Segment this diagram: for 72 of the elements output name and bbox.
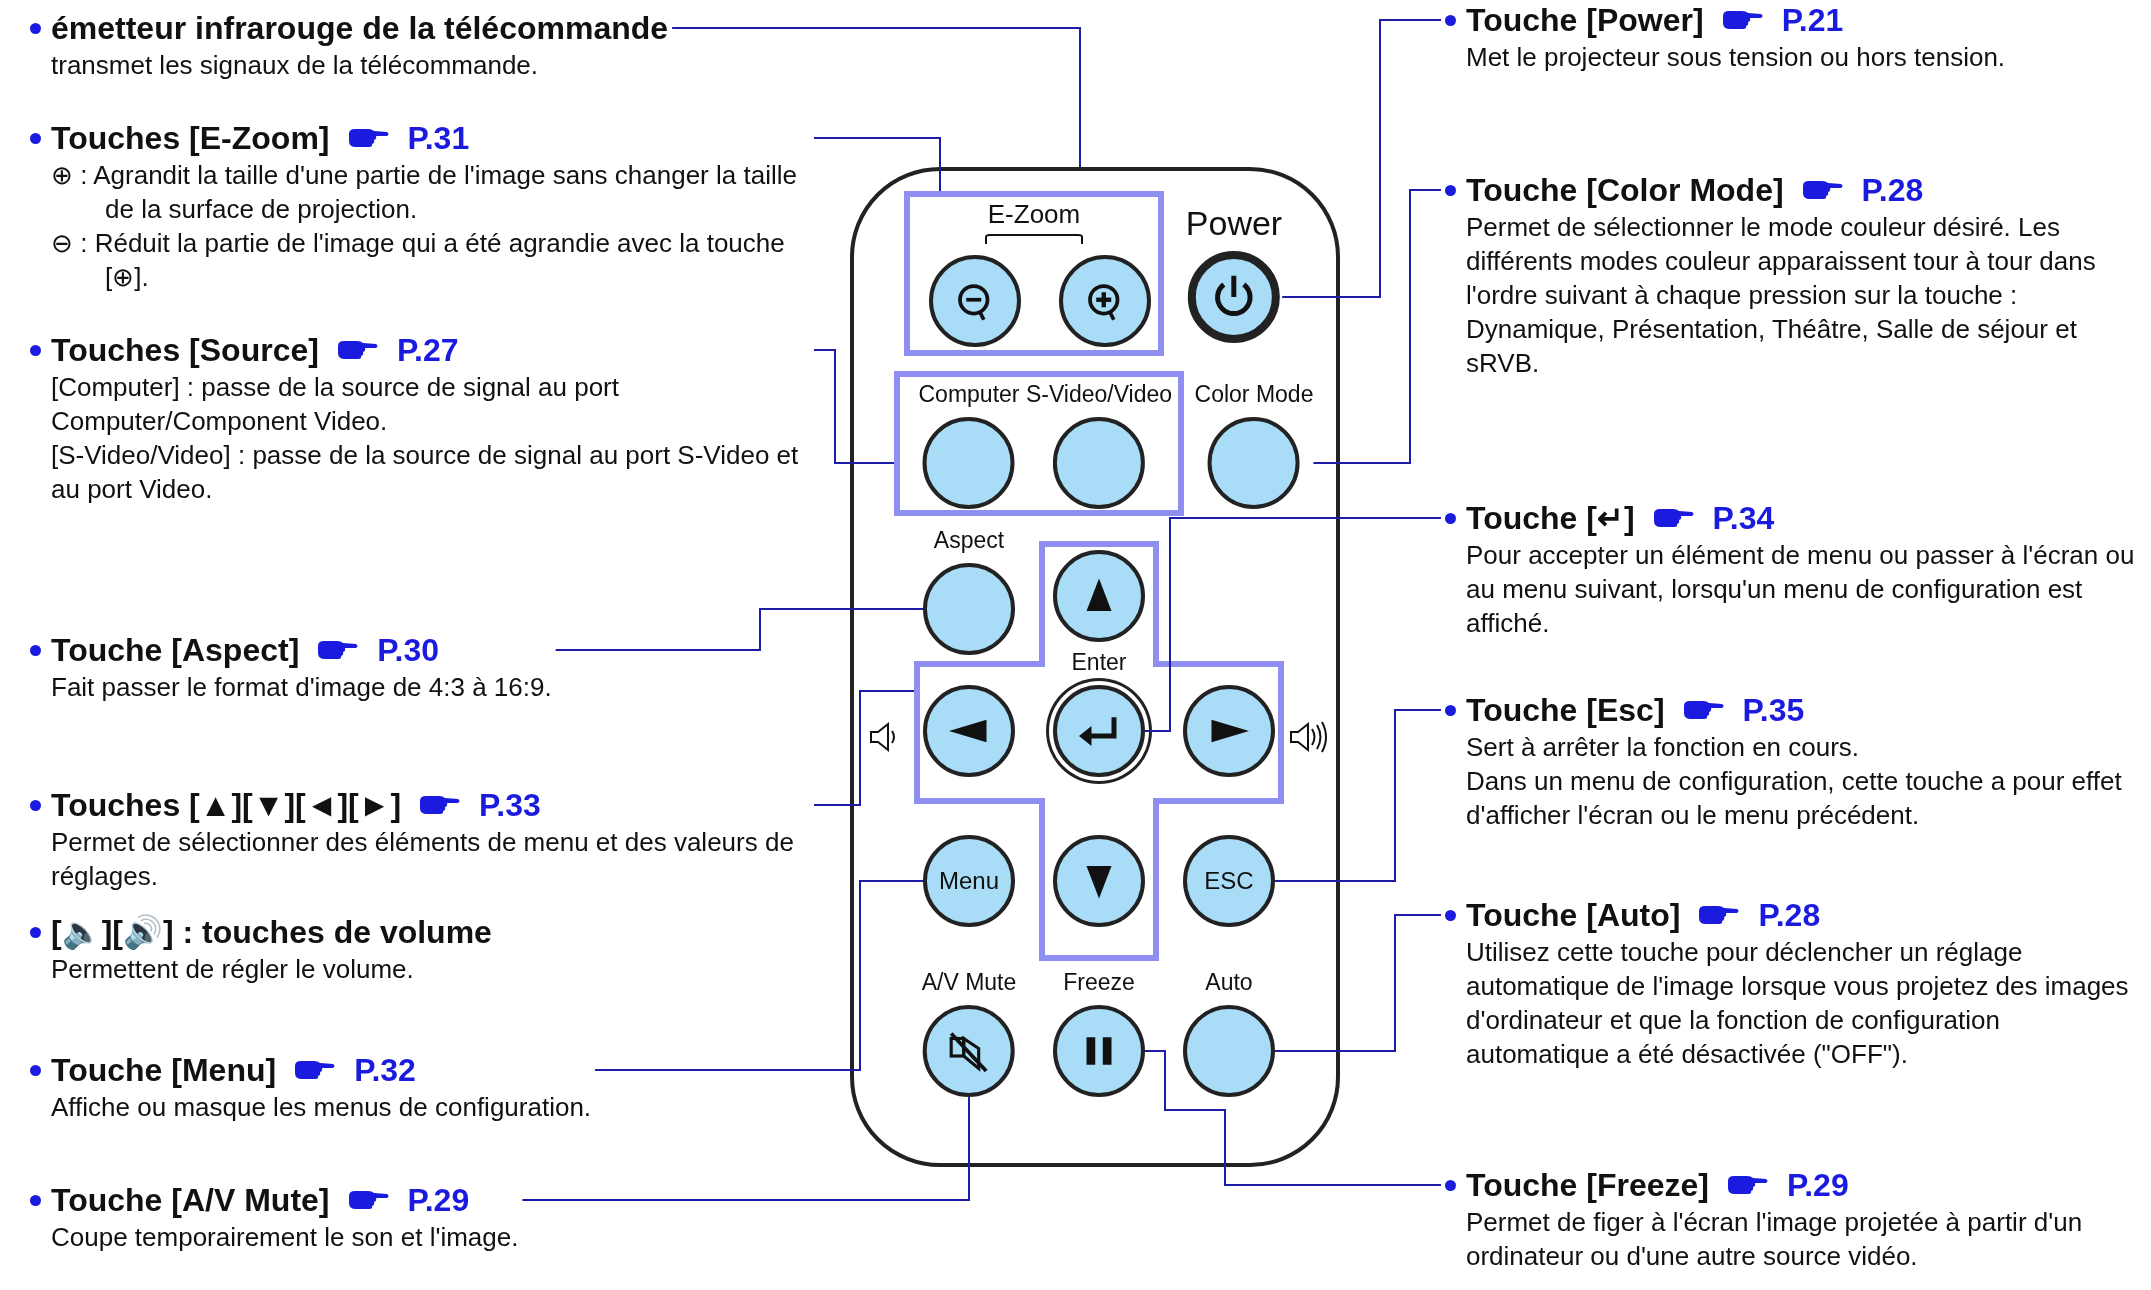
callout-heading: Touche [Auto]: [1466, 896, 1681, 935]
page-reference: P.28: [1758, 896, 1821, 935]
page-reference: P.31: [407, 119, 470, 158]
highlight-frame: [904, 191, 1164, 356]
callout-heading: Touche [Freeze]: [1466, 1166, 1709, 1205]
leader-line: [671, 27, 1081, 168]
leader-line: [1144, 517, 1442, 732]
callout-heading: Touche [Aspect]: [51, 631, 300, 670]
description-text: Met le projecteur sous tension ou hors tension.: [1465, 41, 2006, 74]
button-label: Aspect: [933, 526, 1005, 555]
page-reference: P.21: [1781, 1, 1844, 40]
leader-line: [554, 608, 924, 651]
callout-heading: Touche [Color Mode]: [1466, 171, 1784, 210]
button-label: Color Mode: [1194, 380, 1314, 409]
highlight-frame: [894, 371, 1184, 516]
description-text: [Computer] : passe de la source de signal au port Computer/Component Video.: [50, 371, 620, 438]
description-text: Coupe temporairement le son et l'image.: [50, 1221, 519, 1254]
description-text: Affiche ou masque les menus de configuration.: [50, 1091, 592, 1124]
callout-heading: Touche [↵]: [1466, 499, 1635, 538]
callout-heading: Touche [Menu]: [51, 1051, 277, 1090]
description-text: Permet de sélectionner le mode couleur désiré. Les différents modes couleur apparaissent tour à tour dans l'ordre suivant à chaque pression sur la touche : Dynamique, Présentation, Théâtre, Salle de séjour et sRVB.: [1465, 211, 2097, 380]
page-reference: P.28: [1861, 171, 1924, 210]
leader-line: [813, 137, 941, 192]
description-text: Sert à arrêter la fonction en cours.: [1465, 731, 1861, 764]
description-text: ⊕ : Agrandit la taille d'une partie de l'image sans changer la taille de la surface de projection.: [50, 159, 798, 226]
callout-heading: Touche [Esc]: [1466, 691, 1665, 730]
leader-line: [594, 880, 924, 1071]
description-text: Utilisez cette touche pour déclencher un réglage automatique de l'image lorsque vous projetez des images d'ordinateur et que la fonction de configuration automatique a été désactivée ("OFF").: [1465, 936, 2130, 1071]
page-reference: P.33: [479, 786, 541, 825]
description-text: Permet de figer à l'écran l'image projetée à partir d'un ordinateur ou d'une autre source vidéo.: [1465, 1206, 2084, 1273]
callout-heading: Touches [▲][▼][◄][►]: [51, 786, 402, 825]
page-reference: P.29: [1787, 1166, 1849, 1205]
button-label: Enter: [1071, 648, 1127, 677]
page-reference: P.32: [354, 1051, 416, 1090]
leader-line: [1274, 709, 1442, 882]
leader-line: [813, 690, 915, 806]
button-label: A/V Mute: [921, 968, 1017, 997]
callout-heading: Touche [Power]: [1466, 1, 1704, 40]
leader-line: [1312, 189, 1442, 464]
round-button: ESC: [1183, 835, 1275, 927]
description-text: Permettent de régler le volume.: [50, 953, 415, 986]
callout-heading: [🔈][🔊] : touches de volume: [51, 913, 492, 952]
description-text: Pour accepter un élément de menu ou passer à l'écran ou au menu suivant, lorsqu'un menu de configuration est affiché.: [1465, 539, 2136, 640]
page-reference: P.29: [407, 1181, 470, 1220]
callout: [30, 912, 492, 986]
description-text: ⊖ : Réduit la partie de l'image qui a été agrandie avec la touche [⊕].: [50, 227, 786, 294]
callout-heading: émetteur infrarouge de la télécommande: [51, 9, 669, 48]
callout-heading: Touches [Source]: [51, 331, 319, 370]
leader-line: [813, 349, 895, 464]
page-reference: P.30: [377, 631, 439, 670]
leader-line: [521, 1096, 970, 1201]
button-label: Power: [1185, 203, 1283, 243]
page-reference: P.35: [1742, 691, 1805, 730]
remote-control-body: [850, 167, 1340, 1167]
description-text: [S-Video/Video] : passe de la source de signal au port S-Video et au port Video.: [50, 439, 800, 506]
group-label: E-Zoom: [986, 199, 1082, 229]
page-reference: P.27: [396, 331, 459, 370]
leader-line: [1281, 19, 1442, 298]
leader-line: [1144, 1050, 1442, 1186]
description-text: Fait passer le format d'image de 4:3 à 16:9.: [50, 671, 552, 704]
leader-line: [1274, 914, 1442, 1052]
button-label: Auto: [1205, 968, 1253, 997]
description-text: Permet de sélectionner des éléments de menu et des valeurs de réglages.: [50, 826, 795, 893]
button-label: Freeze: [1063, 968, 1135, 997]
callout-heading: Touches [E-Zoom]: [51, 119, 330, 158]
button-label: Computer: [918, 380, 1020, 409]
page-reference: P.34: [1712, 499, 1775, 538]
description-text: transmet les signaux de la télécommande.: [50, 49, 540, 82]
callout-heading: Touche [A/V Mute]: [51, 1181, 330, 1220]
button-label: S-Video/Video: [1025, 380, 1173, 409]
description-text: Dans un menu de configuration, cette touche a pour effet d'afficher l'écran ou le menu précédent.: [1465, 765, 2123, 832]
round-button: Menu: [923, 835, 1015, 927]
